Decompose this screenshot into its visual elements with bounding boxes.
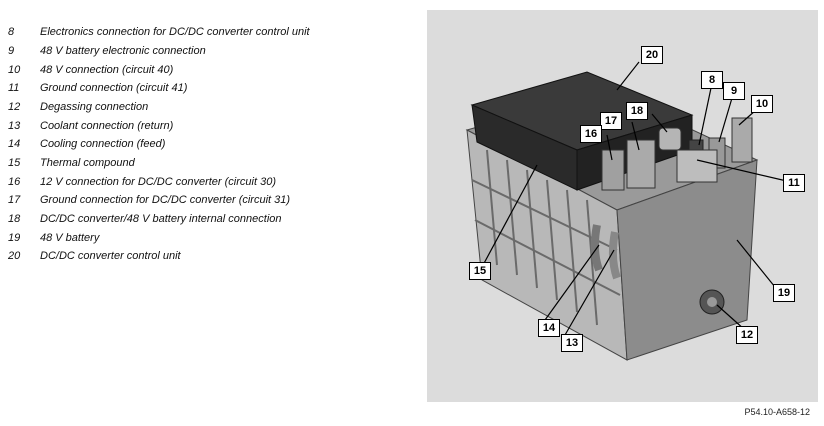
figure-reference: P54.10-A658-12: [744, 407, 810, 417]
legend-number: 10: [8, 64, 21, 76]
coolant-pipe-feed: [590, 224, 603, 272]
legend-item: 12 Degassing connection: [8, 99, 418, 115]
leader-lines: [481, 61, 792, 336]
battery-illustration: 20 8 9 10 11 18 17 16 15 14 13 12 19: [427, 10, 818, 402]
connector-18: [658, 127, 682, 151]
legend-number: 12: [8, 101, 21, 113]
legend-number: 13: [8, 120, 21, 132]
coolant-pipe-return: [608, 231, 621, 280]
legend-number: 20: [8, 250, 21, 262]
legend-text: Ground connection (circuit 41): [40, 82, 188, 94]
callout-19: 19: [773, 284, 795, 302]
callout-13: 13: [561, 334, 583, 352]
connector-11: [676, 149, 718, 183]
legend-number: 14: [8, 138, 21, 150]
legend-item: 16 12 V connection for DC/DC converter (c…: [8, 174, 418, 190]
callout-8: 8: [701, 71, 723, 89]
legend-text: Thermal compound: [40, 157, 135, 169]
callout-15: 15: [469, 262, 491, 280]
legend-item: 15 Thermal compound: [8, 155, 418, 171]
legend-text: Ground connection for DC/DC converter (c…: [40, 194, 291, 206]
legend-text: DC/DC converter control unit: [40, 250, 181, 262]
degassing-port-inner: [707, 297, 717, 307]
callout-11: 11: [783, 174, 805, 192]
legend-number: 9: [8, 45, 15, 57]
callout-17: 17: [600, 112, 622, 130]
callout-9: 9: [723, 82, 745, 100]
legend-text: 48 V battery: [40, 232, 100, 244]
legend-item: 17 Ground connection for DC/DC converter …: [8, 192, 418, 208]
battery-drawing: [465, 61, 792, 361]
legend-item: 13 Coolant connection (return): [8, 118, 418, 134]
legend-item: 14 Cooling connection (feed): [8, 136, 418, 152]
legend-item: 19 48 V battery: [8, 230, 418, 246]
legend-text: Cooling connection (feed): [40, 138, 166, 150]
legend-item: 20 DC/DC converter control unit: [8, 248, 418, 264]
connector-10: [731, 117, 753, 163]
connector-16: [601, 149, 625, 191]
legend-item: 9 48 V battery electronic connection: [8, 43, 418, 59]
legend-number: 11: [8, 82, 20, 94]
legend-number: 17: [8, 194, 21, 206]
callout-16: 16: [580, 125, 602, 143]
legend-text: 48 V battery electronic connection: [40, 45, 206, 57]
legend-item: 18 DC/DC converter/48 V battery internal …: [8, 211, 418, 227]
legend-number: 15: [8, 157, 21, 169]
callout-10: 10: [751, 95, 773, 113]
legend-item: 10 48 V connection (circuit 40): [8, 62, 418, 78]
legend-text: 12 V connection for DC/DC converter (cir…: [40, 176, 276, 188]
callout-18: 18: [626, 102, 648, 120]
callout-14: 14: [538, 319, 560, 337]
legend-number: 8: [8, 26, 15, 38]
callout-20: 20: [641, 46, 663, 64]
connector-17: [626, 139, 656, 189]
legend-text: DC/DC converter/48 V battery internal co…: [40, 213, 282, 225]
legend-text: 48 V connection (circuit 40): [40, 64, 174, 76]
legend-text: Electronics connection for DC/DC convert…: [40, 26, 310, 38]
legend-number: 19: [8, 232, 21, 244]
legend-item: 8 Electronics connection for DC/DC conver…: [8, 24, 418, 40]
legend-text: Coolant connection (return): [40, 120, 174, 132]
legend-item: 11 Ground connection (circuit 41): [8, 80, 418, 96]
legend-number: 16: [8, 176, 21, 188]
legend-text: Degassing connection: [40, 101, 149, 113]
legend-number: 18: [8, 213, 21, 225]
callout-12: 12: [736, 326, 758, 344]
